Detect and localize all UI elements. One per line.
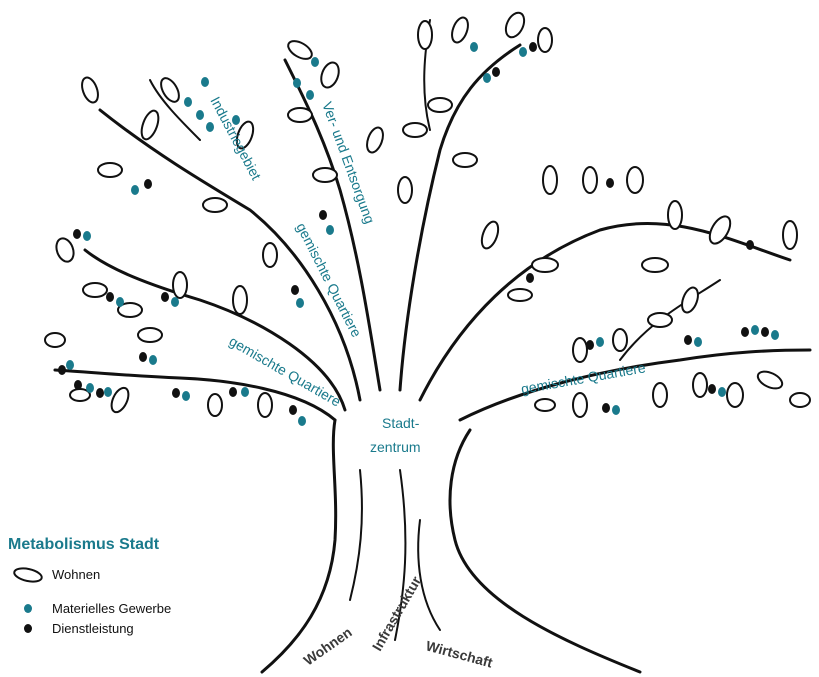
legend-label-wohnen: Wohnen	[52, 566, 101, 582]
dienstleistung-dots	[58, 42, 769, 415]
branch-right-lower	[458, 348, 812, 422]
leaf-icon	[8, 564, 52, 584]
label-root-wohnen: Wohnen	[301, 624, 355, 669]
leaves	[44, 11, 811, 418]
branch-left-mid	[83, 248, 347, 412]
legend-title: Metabolismus Stadt	[8, 536, 160, 553]
legend-label-materielles-gewerbe: Materielles Gewerbe	[52, 600, 172, 616]
label-gemischte-quartiere-right: gemischte Quartiere	[520, 359, 647, 397]
label-industriegebiet: Industriegebiet	[207, 94, 264, 183]
label-stadtzentrum-line1: Stadt-	[382, 415, 420, 431]
materielles-gewerbe-dots	[66, 42, 779, 426]
label-root-infrastruktur: Infrastruktur	[369, 573, 425, 654]
branch-left-lower	[53, 368, 337, 422]
label-root-wirtschaft: Wirtschaft	[424, 637, 494, 670]
teal-dot-icon	[8, 598, 52, 618]
legend: Metabolismus Stadt Wohnen Materielles Ge…	[8, 536, 171, 638]
label-ver-entsorgung: Ver- und Entsorgung	[319, 100, 378, 226]
branch-top-left	[283, 58, 382, 392]
branch-top-right	[398, 43, 522, 392]
legend-item-wohnen: Wohnen	[8, 564, 171, 584]
trunk-inner-2	[394, 469, 407, 641]
label-stadtzentrum-line2: zentrum	[370, 439, 421, 455]
legend-label-dienstleistung: Dienstleistung	[52, 620, 134, 636]
branch-right-twig	[619, 279, 721, 361]
trunk-left	[260, 418, 338, 674]
branch-left-upper	[98, 108, 362, 402]
trunk-right	[448, 428, 642, 674]
branch-right-upper	[418, 222, 792, 402]
label-gemischte-quartiere-left: gemischte Quartiere	[227, 333, 344, 410]
trunk-inner-1	[349, 469, 363, 601]
black-dot-icon	[8, 618, 52, 638]
legend-item-materielles-gewerbe: Materielles Gewerbe	[8, 598, 171, 618]
branch-upper-twig	[149, 79, 201, 141]
label-gemischte-quartiere-upper: gemischte Quartiere	[293, 220, 365, 340]
trunk-inner-3	[417, 519, 441, 631]
legend-item-dienstleistung: Dienstleistung	[8, 618, 171, 638]
